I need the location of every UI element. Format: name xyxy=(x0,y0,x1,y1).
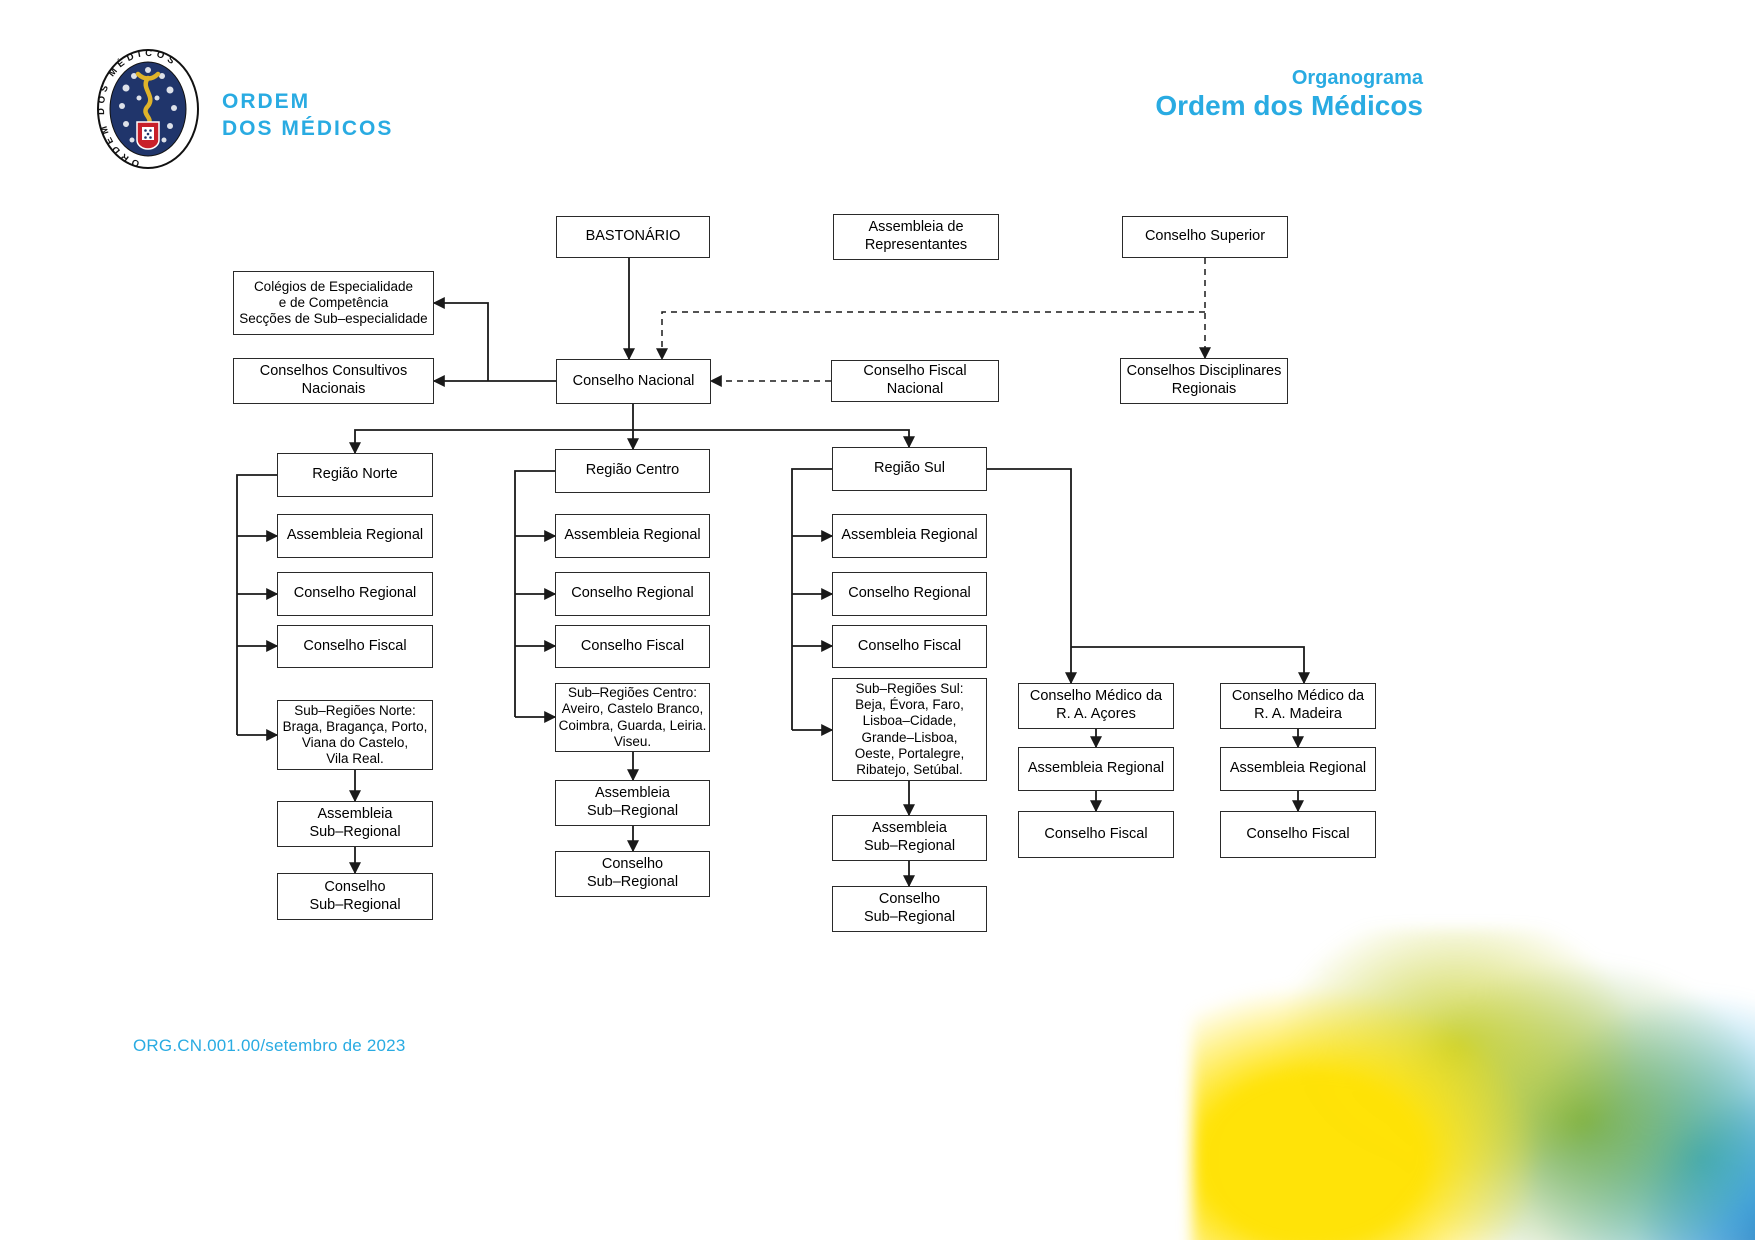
node-conselho-medico-madeira: Conselho Médico da R. A. Madeira xyxy=(1220,683,1376,729)
edge-norte-spine xyxy=(236,474,277,735)
node-norte-assembleia-regional: Assembleia Regional xyxy=(277,514,433,558)
ordem-dos-medicos-seal-logo: ORDEM DOS MÉDICOS xyxy=(96,48,199,169)
node-norte-sub-regioes: Sub–Regiões Norte: Braga, Bragança, Port… xyxy=(277,700,433,770)
seal-floral-pattern xyxy=(119,67,177,143)
logo-wordmark: ORDEM DOS MÉDICOS xyxy=(222,88,393,142)
node-sul-conselho-fiscal: Conselho Fiscal xyxy=(832,625,987,668)
node-centro-sub-regioes: Sub–Regiões Centro: Aveiro, Castelo Bran… xyxy=(555,683,710,752)
document-type-label: Organograma xyxy=(1291,67,1423,89)
document-header: Organograma Ordem dos Médicos xyxy=(1155,66,1423,122)
document-reference: ORG.CN.001.00/setembro de 2023 xyxy=(133,1036,406,1055)
node-sul-assembleia-sub-regional: Assembleia Sub–Regional xyxy=(832,815,987,861)
brand-gradient-shape xyxy=(1192,928,1755,1240)
edge-centro-spine xyxy=(514,470,555,717)
logo-wordmark-line2: DOS MÉDICOS xyxy=(222,117,394,140)
node-conselhos-consultivos: Conselhos Consultivos Nacionais xyxy=(233,358,434,404)
node-centro-conselho-regional: Conselho Regional xyxy=(555,572,710,616)
node-norte-assembleia-sub-regional: Assembleia Sub–Regional xyxy=(277,801,433,847)
node-norte-conselho-fiscal: Conselho Fiscal xyxy=(277,625,433,668)
node-centro-assembleia-regional: Assembleia Regional xyxy=(555,514,710,558)
node-sul-assembleia-regional: Assembleia Regional xyxy=(832,514,987,558)
node-regiao-norte: Região Norte xyxy=(277,453,433,497)
node-assembleia-representantes: Assembleia de Representantes xyxy=(833,214,999,260)
document-title: Ordem dos Médicos xyxy=(1155,90,1423,121)
seal-shield-icon xyxy=(136,121,160,150)
node-conselho-superior: Conselho Superior xyxy=(1122,216,1288,258)
node-madeira-assembleia-regional: Assembleia Regional xyxy=(1220,747,1376,791)
node-conselho-fiscal-nacional: Conselho Fiscal Nacional xyxy=(831,360,999,402)
node-norte-conselho-sub-regional: Conselho Sub–Regional xyxy=(277,873,433,920)
node-bastonario: BASTONÁRIO xyxy=(556,216,710,258)
node-acores-assembleia-regional: Assembleia Regional xyxy=(1018,747,1174,791)
node-regiao-centro: Região Centro xyxy=(555,449,710,493)
logo-wordmark-line1: ORDEM xyxy=(222,90,311,113)
edge-regiao-sul-to-acores xyxy=(987,468,1077,685)
seal-caduceus-icon xyxy=(135,71,161,127)
edge-nacional-to-regiao-norte xyxy=(349,404,634,455)
edge-nacional-to-regiao-sul xyxy=(633,429,915,449)
node-regiao-sul: Região Sul xyxy=(832,447,987,491)
node-centro-conselho-sub-regional: Conselho Sub–Regional xyxy=(555,851,710,897)
node-sul-sub-regioes: Sub–Regiões Sul: Beja, Évora, Faro, Lisb… xyxy=(832,678,987,781)
edge-regiao-sul-to-madeira xyxy=(1071,646,1310,685)
node-madeira-conselho-fiscal: Conselho Fiscal xyxy=(1220,811,1376,858)
edge-nacional-to-colegios xyxy=(432,297,489,381)
edge-superior-to-conselho-nacional xyxy=(656,311,1205,361)
node-sul-conselho-sub-regional: Conselho Sub–Regional xyxy=(832,886,987,932)
node-norte-conselho-regional: Conselho Regional xyxy=(277,572,433,616)
node-centro-assembleia-sub-regional: Assembleia Sub–Regional xyxy=(555,780,710,826)
edge-sul-spine xyxy=(791,468,832,730)
node-acores-conselho-fiscal: Conselho Fiscal xyxy=(1018,811,1174,858)
node-conselho-nacional: Conselho Nacional xyxy=(556,359,711,404)
node-centro-conselho-fiscal: Conselho Fiscal xyxy=(555,625,710,668)
node-conselho-medico-acores: Conselho Médico da R. A. Açores xyxy=(1018,683,1174,729)
node-colegios-especialidade: Colégios de Especialidade e de Competênc… xyxy=(233,271,434,335)
node-conselhos-disciplinares: Conselhos Disciplinares Regionais xyxy=(1120,358,1288,404)
node-sul-conselho-regional: Conselho Regional xyxy=(832,572,987,616)
